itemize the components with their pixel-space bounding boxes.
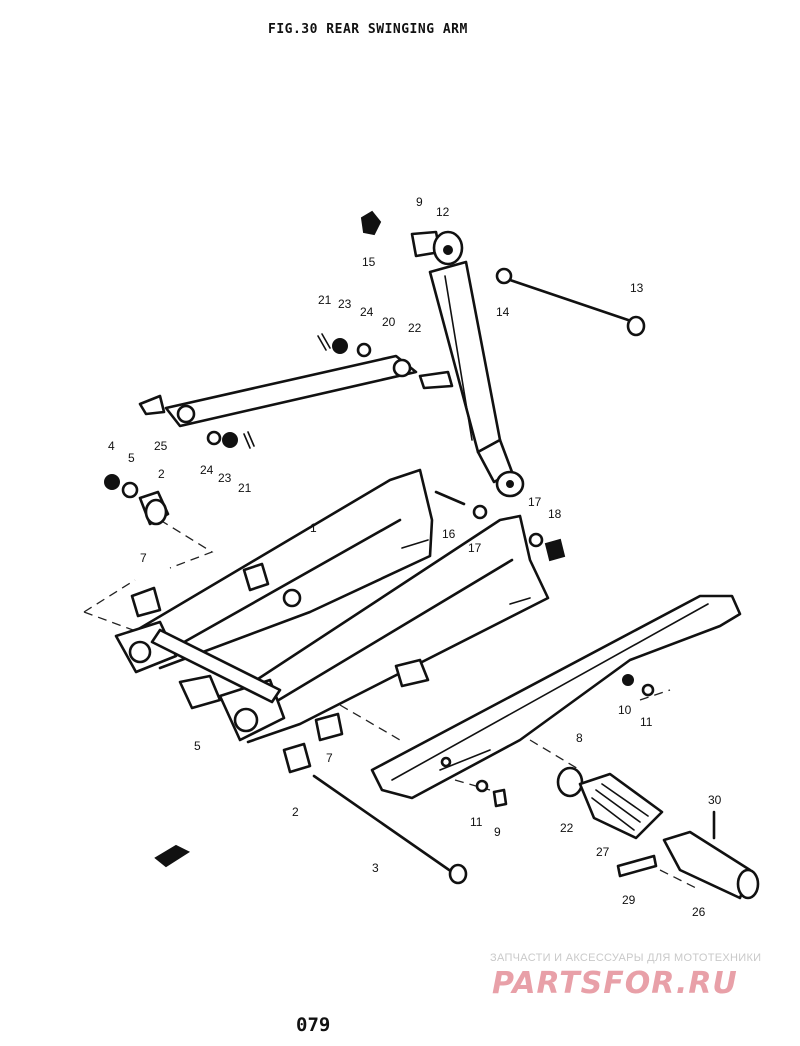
callout-17: 17 (468, 541, 482, 555)
callout-14: 14 (496, 305, 510, 319)
watermark-logo: PARTSFOR.RU (492, 966, 738, 1001)
rear-shock-absorber (410, 230, 525, 498)
callout-20: 20 (382, 315, 396, 329)
callout-15: 15 (362, 255, 376, 269)
figure-title: FIG.30 REAR SWINGING ARM (268, 22, 468, 37)
callout-10: 10 (618, 703, 632, 717)
shock-lower-bolt (434, 490, 566, 562)
callout-7: 7 (140, 551, 147, 565)
small-hardware-top (206, 333, 372, 449)
callout-3: 3 (372, 861, 379, 875)
torque-rod-20 (138, 354, 454, 428)
callout-30: 30 (708, 793, 722, 807)
nut-15 (360, 210, 382, 236)
callout-5: 5 (128, 451, 135, 465)
callout-12: 12 (436, 205, 450, 219)
callout-27: 27 (596, 845, 610, 859)
callout-22-lower: 22 (560, 821, 574, 835)
callout-13: 13 (630, 281, 644, 295)
callout-16: 16 (442, 527, 456, 541)
callout-2-lower: 2 (292, 805, 299, 819)
callout-11: 11 (640, 715, 653, 729)
chain-case-8 (370, 594, 742, 800)
front-arrow-icon (154, 844, 191, 868)
callout-9: 9 (416, 195, 423, 209)
callout-8: 8 (576, 731, 583, 745)
bushings-7 (130, 586, 344, 774)
callout-24: 24 (360, 305, 374, 319)
callout-7-lower: 7 (326, 751, 333, 765)
pivot-shaft-3 (312, 774, 468, 885)
swing-arm-1 (114, 468, 550, 744)
callout-21-lower: 21 (238, 481, 252, 495)
callout-18: 18 (548, 507, 562, 521)
callout-26: 26 (692, 905, 706, 919)
left-pivot-hardware (104, 474, 170, 526)
footrest-assembly (556, 766, 760, 900)
callout-23-lower: 23 (218, 471, 232, 485)
callout-24-lower: 24 (200, 463, 214, 477)
case-bolts (475, 674, 655, 808)
callout-29: 29 (622, 893, 636, 907)
callout-21: 21 (318, 293, 332, 307)
callout-1: 1 (310, 521, 317, 535)
callout-2: 2 (158, 467, 165, 481)
bolt-13 (495, 267, 646, 337)
watermark-tagline: ЗАПЧАСТИ И АКСЕССУАРЫ ДЛЯ МОТОТЕХНИКИ (490, 952, 762, 964)
page-number: 079 (296, 1014, 331, 1036)
callout-25: 25 (154, 439, 168, 453)
callout-4: 4 (108, 439, 115, 453)
callout-23: 23 (338, 297, 352, 311)
callout-9-lower: 9 (494, 825, 501, 839)
callout-5-lower: 5 (194, 739, 201, 753)
callout-17-right: 17 (528, 495, 542, 509)
assembly-dashed-lines (83, 519, 701, 891)
callout-11-lower: 11 (470, 815, 483, 829)
callout-22: 22 (408, 321, 422, 335)
